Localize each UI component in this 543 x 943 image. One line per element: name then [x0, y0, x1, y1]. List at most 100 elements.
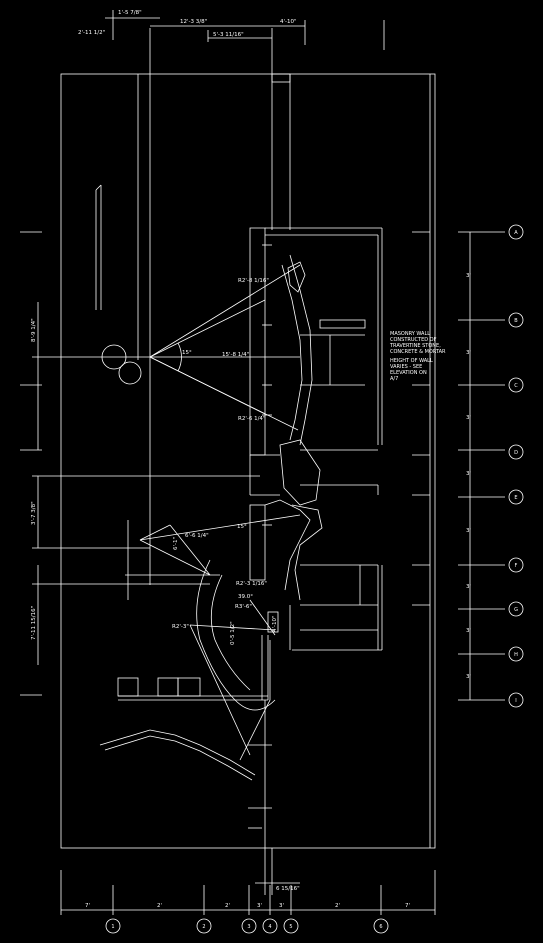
grid-bubble-label: G: [514, 607, 518, 613]
stone-wall-edge: [289, 254, 313, 446]
grid-bubble-2: [196, 918, 212, 934]
grid-dim-label: 3': [466, 628, 471, 634]
grid-dim-label: 3': [257, 903, 262, 909]
grid-dim-label: 3': [279, 903, 284, 909]
column-circle: [118, 361, 142, 385]
masonry-note-line: CONSTRUCTED OF: [390, 337, 437, 343]
grid-bubble-D: [508, 444, 524, 460]
grid-bubble-label: B: [514, 318, 518, 324]
radial-line: [149, 356, 299, 431]
right-grid-labels: A B C D E F G H I 3' 3' 3' 3' 3' 3' 3' 3…: [466, 230, 518, 704]
wall-return: [271, 73, 291, 83]
grid-bubble-label: 5: [289, 924, 292, 930]
grid-bubble-G: [508, 601, 524, 617]
radial-line: [169, 524, 211, 576]
stone-wall-edge: [281, 264, 303, 441]
masonry-note-line: ELEVATION ON: [390, 370, 427, 376]
bench: [319, 319, 366, 329]
dim-radius-2: R2'-6 1/4": [238, 416, 265, 422]
dim-small-1: 0'-5 1/2": [230, 621, 236, 645]
grid-dim-label: 3': [466, 273, 471, 279]
stepping-curve: [104, 735, 253, 781]
grid-bubble-label: F: [515, 563, 518, 569]
radial-line: [189, 624, 276, 631]
dimension-labels: 1'-5 7/8" 2'-11 1/2" 12'-3 3/8" 5'-3 11/…: [31, 10, 300, 892]
grid-bubble-label: 1: [111, 924, 114, 930]
grid-bubble-B: [508, 312, 524, 328]
masonry-note-line: VARIES - SEE: [390, 364, 422, 370]
masonry-note-line: A/7: [390, 376, 398, 382]
site-boundary: [60, 73, 436, 849]
grid-bubble-5: [283, 918, 299, 934]
grid-bubble-label: I: [515, 698, 516, 704]
grid-bubble-label: A: [514, 230, 518, 236]
column-circle: [101, 344, 127, 370]
grid-bubble-label: 6: [379, 924, 382, 930]
dim-radius-5: R3'-6": [235, 604, 252, 610]
grid-bubble-label: E: [514, 495, 517, 501]
dim-center-1: 15'-8 1/4": [222, 352, 249, 358]
masonry-note: MASONRY WALL CONSTRUCTED OF TRAVERTINE S…: [389, 331, 446, 382]
masonry-note-line: HEIGHT OF WALL: [390, 358, 433, 364]
grid-bubble-E: [508, 489, 524, 505]
grid-dim-label: 3': [466, 528, 471, 534]
grid-dim-label: 7': [405, 903, 410, 909]
radial-line: [189, 624, 251, 756]
radial-line: [139, 514, 301, 541]
radial-line: [139, 524, 171, 541]
grid-dim-label: 3': [466, 350, 471, 356]
dim-radius-3: R2'-3": [172, 624, 189, 630]
dim-left-2: 3'-7 3/8": [31, 501, 37, 525]
grid-bubble-1: [105, 918, 121, 934]
stone-wall-edge: [264, 499, 311, 591]
dim-angle-3: 39.0°: [238, 594, 253, 600]
dim-small-3: 4'-10": [272, 615, 278, 632]
grid-bubble-label: 3: [247, 924, 250, 930]
grid-bubble-H: [508, 646, 524, 662]
masonry-note-line: TRAVERTINE STONE,: [389, 343, 441, 349]
curved-wall: [239, 640, 271, 761]
masonry-note-line: CONCRETE & MORTAR: [390, 349, 446, 355]
wall-block: [249, 504, 266, 581]
radial-line: [249, 599, 276, 636]
grid-bubble-label: D: [514, 450, 518, 456]
bottom-grid-labels: 1 2 3 4 5 6 7' 2' 2' 3' 3' 2' 7': [85, 903, 410, 930]
grid-dim-label: 3': [466, 584, 471, 590]
dim-top-4: 5'-3 11/16": [213, 32, 244, 38]
dim-left-1: 8'-9 1/4": [31, 318, 37, 342]
dim-angle-2: 15°: [237, 524, 247, 530]
curved-wall: [196, 559, 276, 711]
grid-bubble-label: 4: [268, 924, 271, 930]
grid-dim-label: 7': [85, 903, 90, 909]
radial-line: [139, 539, 211, 576]
grid-bubble-F: [508, 557, 524, 573]
grid-bubble-label: C: [514, 383, 518, 389]
linework: [20, 10, 524, 934]
grid-dim-label: 2': [157, 903, 162, 909]
grid-bubble-6: [373, 918, 389, 934]
wall-line: [95, 184, 102, 191]
dim-top-2: 2'-11 1/2": [78, 30, 105, 36]
grid-dim-label: 3': [466, 471, 471, 477]
curved-wall: [210, 574, 251, 691]
stone-wall-blob: [287, 261, 306, 293]
angle-arc: [177, 342, 182, 372]
dim-left-3: 7'-11 15/16": [31, 606, 37, 640]
grid-dim-label: 3': [466, 674, 471, 680]
dim-radius-4: R2'-3 1/16": [236, 581, 267, 587]
masonry-note-line: MASONRY WALL: [390, 331, 430, 337]
grid-dim-label: 2': [225, 903, 230, 909]
radial-line: [149, 299, 266, 358]
dim-radius-1: R2'-8 1/16": [238, 278, 269, 284]
radial-line: [149, 264, 301, 358]
corner-block: [267, 611, 279, 633]
grid-bubble-A: [508, 224, 524, 240]
grid-bubble-C: [508, 377, 524, 393]
grid-bubble-3: [241, 918, 257, 934]
dim-small-2: 6'-1": [173, 537, 179, 550]
grid-bubble-label: H: [514, 652, 518, 658]
grid-bubble-4: [262, 918, 278, 934]
dim-center-2: 6'-6 1/4": [185, 533, 209, 539]
